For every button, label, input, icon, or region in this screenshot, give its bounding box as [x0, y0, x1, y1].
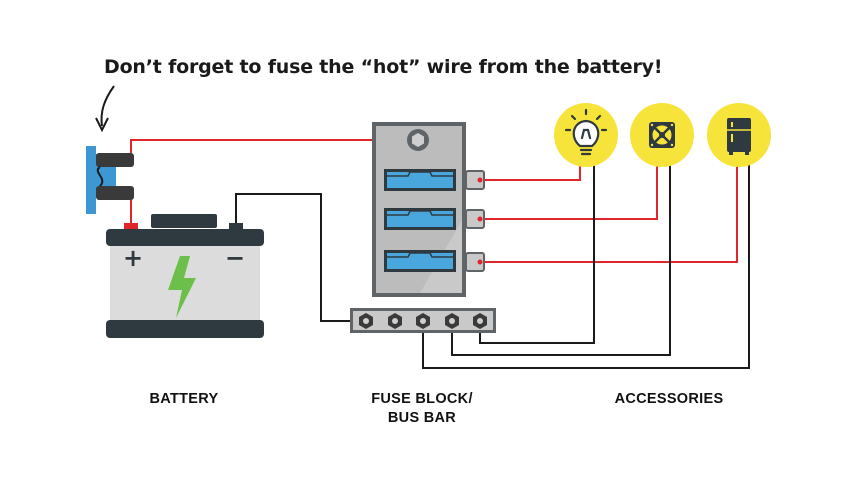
fuse-1 [384, 169, 456, 191]
annotation-arrow [95, 85, 115, 133]
battery-label: BATTERY [124, 390, 244, 409]
accessory-light [554, 103, 618, 167]
fuse-block-label: FUSE BLOCK/ BUS BAR [352, 390, 492, 428]
fuse-block-label-line1: FUSE BLOCK/ [371, 391, 473, 407]
accessories-label-text: ACCESSORIES [614, 391, 724, 407]
fuse-3 [384, 250, 456, 272]
fuse-block-label-line2: BUS BAR [387, 410, 457, 426]
fan-icon [649, 122, 675, 148]
fuse-block [372, 122, 485, 297]
light-bulb-icon [564, 108, 608, 156]
warning-heading: Don’t forget to fuse the “hot” wire from… [104, 56, 663, 78]
positive-terminal-symbol: + [123, 244, 143, 272]
inline-fuse-holder [86, 146, 134, 214]
accessory-fridge [707, 103, 771, 167]
accessories-label: ACCESSORIES [594, 390, 744, 409]
negative-terminal-symbol: − [225, 244, 245, 272]
battery-label-text: BATTERY [149, 391, 219, 407]
bus-bar [350, 308, 496, 333]
fridge-icon [727, 118, 751, 155]
fuse-2 [384, 208, 456, 230]
fuse-tabs [465, 170, 485, 272]
hot-wires [130, 139, 738, 263]
accessory-fan [630, 103, 694, 167]
lightning-bolt-icon [168, 256, 196, 318]
ground-wires [235, 160, 750, 369]
battery [106, 214, 264, 338]
